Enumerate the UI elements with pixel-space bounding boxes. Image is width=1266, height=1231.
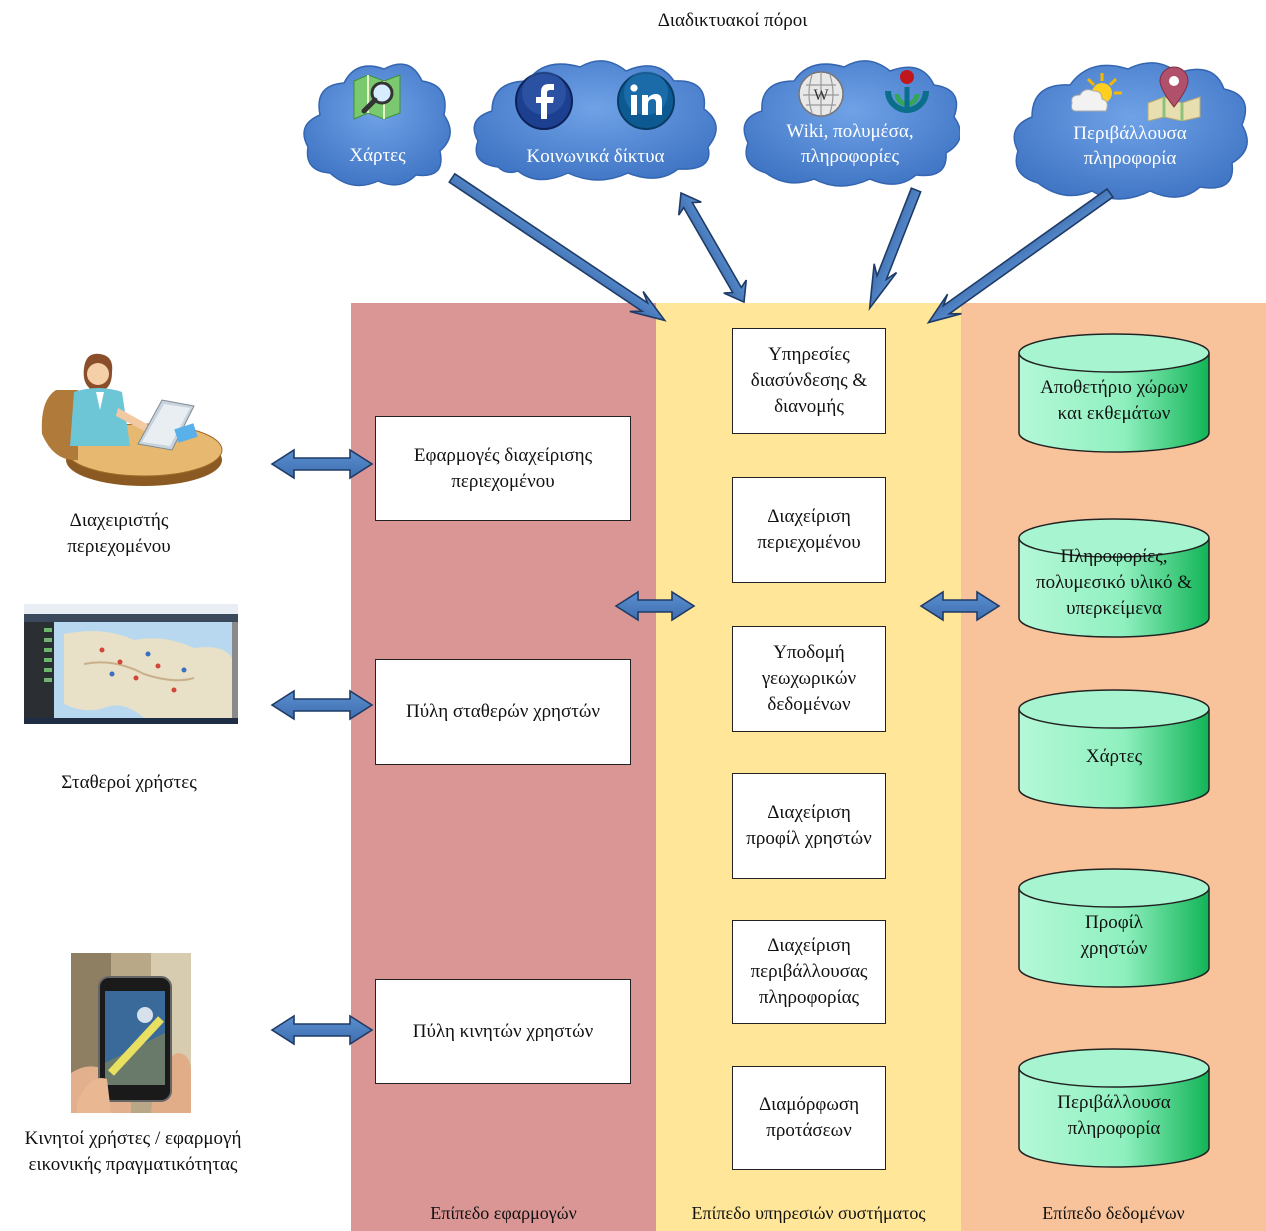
arrow-admin-apps: [270, 448, 374, 480]
cloud-maps: Χάρτες: [300, 55, 455, 190]
wikipedia-icon: W: [796, 69, 846, 124]
facebook-icon: [514, 71, 574, 136]
arrow-social-services: [677, 191, 748, 304]
cloud-environment-label-1: Περιβάλλουσα: [1073, 123, 1187, 144]
content-admin-label-1: Διαχειριστής: [69, 510, 169, 531]
cloud-wiki-label-2: πληροφορίες: [800, 146, 900, 167]
fixed-users-label: Σταθεροί χρήστες: [61, 772, 197, 793]
arrow-services-data: [919, 590, 1001, 622]
weather-icon: [1068, 69, 1124, 124]
context-info-management-box: Διαχείριση περιβάλλουσας πληροφορίας: [732, 920, 886, 1024]
geospatial-infrastructure-box: Υποδομή γεωχωρικών δεδομένων: [732, 626, 886, 732]
diagram-header: Διαδικτυακοί πόροι: [657, 10, 808, 31]
multimedia-datastore: Πληροφορίες, πολυμεσικό υλικό & υπερκείμ…: [1018, 518, 1210, 638]
fixed-users-portal-box: Πύλη σταθερών χρηστών: [375, 659, 631, 765]
smartphone-ar-icon: [71, 953, 191, 1118]
cloud-wiki-label-1: Wiki, πολυμέσα,: [786, 121, 914, 142]
content-management-box: Διαχείριση περιεχομένου: [732, 477, 886, 583]
map-search-icon: [350, 71, 406, 128]
context-info-datastore: Περιβάλλουσα πληροφορία: [1018, 1048, 1210, 1168]
cloud-wiki: W Wiki, πολυμέσα, πληροφορίες: [740, 55, 962, 190]
arrow-environment-to-services: [926, 187, 1115, 324]
desktop-map-screenshot-icon: [24, 604, 238, 729]
context-info-label: Περιβάλλουσα πληροφορία: [1057, 1092, 1171, 1139]
cloud-environment: Περιβάλλουσα πληροφορία: [1010, 55, 1250, 205]
maps-datastore: Χάρτες: [1018, 689, 1210, 809]
mobile-users-label-1: Κινητοί χρήστες / εφαρμογή: [24, 1128, 242, 1149]
data-layer-title: Επίπεδο δεδομένων: [1042, 1203, 1185, 1223]
linkedin-icon: [616, 71, 676, 136]
arrow-wiki-to-services: [868, 187, 922, 312]
repository-datastore: Αποθετήριο χώρων και εκθεμάτων: [1018, 333, 1210, 453]
user-profiles-label: Προφίλ χρηστών: [1080, 912, 1148, 959]
applications-layer-title: Επίπεδο εφαρμογών: [430, 1203, 577, 1223]
services-layer-title: Επίπεδο υπηρεσιών συστήματος: [691, 1203, 926, 1223]
multimedia-label: Πληροφορίες, πολυμεσικό υλικό & υπερκείμ…: [1036, 546, 1192, 619]
svg-text:W: W: [813, 87, 829, 104]
user-profile-management-box: Διαχείριση προφίλ χρηστών: [732, 773, 886, 879]
location-pin-icon: [1142, 63, 1206, 126]
arrow-mobile-apps: [270, 1014, 374, 1046]
recommendation-formation-box: Διαμόρφωση προτάσεων: [732, 1066, 886, 1170]
arrow-maps-to-services: [448, 172, 667, 322]
mobile-users-label-2: εικονικής πραγματικότητας: [28, 1154, 238, 1175]
maps-label: Χάρτες: [1085, 746, 1143, 767]
arrow-desktop-apps: [270, 689, 374, 721]
wikimedia-icon: [880, 67, 934, 126]
content-management-apps-box: Εφαρμογές διαχείρισης περιεχομένου: [375, 416, 631, 521]
user-profiles-datastore: Προφίλ χρηστών: [1018, 868, 1210, 988]
cloud-social-label: Κοινωνικά δίκτυα: [526, 146, 665, 167]
mobile-users-portal-box: Πύλη κινητών χρηστών: [375, 979, 631, 1084]
arrow-apps-services: [614, 590, 696, 622]
cloud-social: Κοινωνικά δίκτυα: [468, 55, 723, 183]
content-admin-icon: [34, 350, 224, 495]
repository-label: Αποθετήριο χώρων και εκθεμάτων: [1040, 377, 1188, 424]
cloud-maps-label: Χάρτες: [349, 145, 406, 166]
content-admin-label-2: περιεχομένου: [67, 536, 171, 557]
interconnection-distribution-services-box: Υπηρεσίες διασύνδεσης & διανομής: [732, 328, 886, 434]
cloud-environment-label-2: πληροφορία: [1083, 148, 1177, 169]
